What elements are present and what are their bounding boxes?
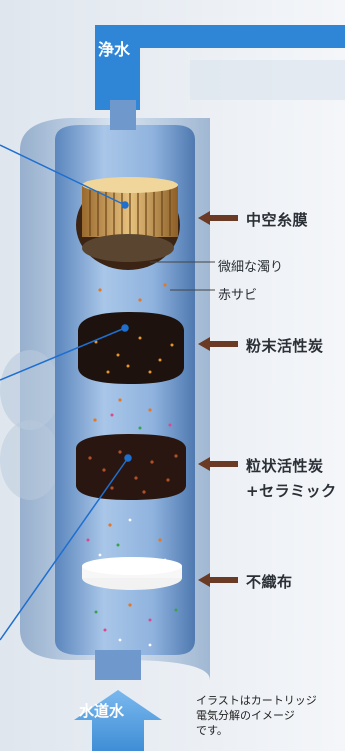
ceramic-label: +セラミック [246, 482, 337, 500]
label-arrows [198, 211, 238, 587]
powder-carbon-label: 粉末活性炭 [246, 337, 324, 355]
turbidity-label: 微細な濁り [218, 260, 284, 275]
caption-line1: イラストはカートリッジ [196, 694, 317, 707]
inlet-arrow [74, 690, 162, 751]
caption-line3: です。 [196, 724, 228, 737]
impurity-particles [86, 283, 178, 647]
hollow-fiber-label: 中空糸膜 [246, 211, 309, 229]
pointer-lines [0, 144, 132, 641]
granular-carbon-label: 粒状活性炭 [246, 457, 324, 475]
impurity-leaders [150, 261, 215, 291]
powder-carbon-layer [78, 312, 184, 384]
hollow-fiber-layer [76, 177, 180, 270]
rust-label: 赤サビ [218, 288, 258, 303]
granular-carbon-layer [76, 434, 186, 500]
outlet-pipe [95, 25, 345, 110]
nonwoven-label: 不織布 [246, 573, 293, 591]
caption-line2: 電気分解のイメージ [196, 709, 295, 722]
top-nozzle [110, 100, 136, 130]
inlet-label: 水道水 [79, 702, 125, 720]
background-panel [190, 60, 345, 100]
outlet-label: 浄水 [98, 40, 131, 59]
bottom-nozzle [95, 650, 141, 680]
